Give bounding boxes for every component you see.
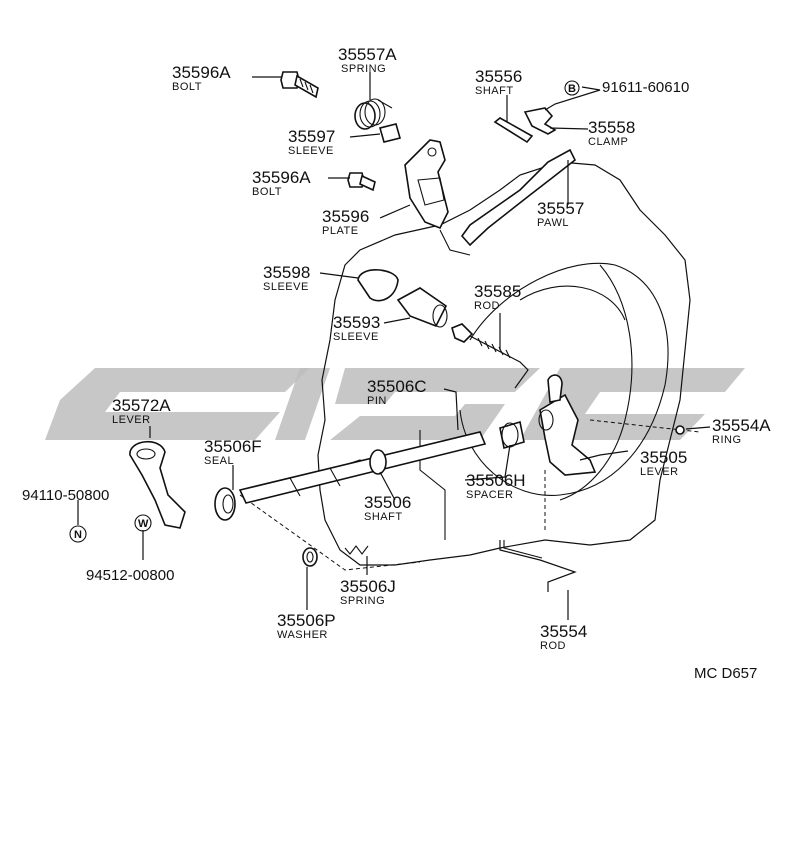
rod-drawing [451,323,529,389]
standard-part-symbols [69,80,580,543]
symbol-b: B [568,83,576,95]
label-35572A-name: LEVER [112,414,151,426]
label-94512-00800: 94512-00800 [86,567,174,584]
label-35572A-number: 35572A [112,396,171,415]
label-35506H-name: SPACER [466,489,513,501]
label-35596-name: PLATE [322,225,359,237]
label-35593-name: SLEEVE [333,331,379,343]
label-35505-name: LEVER [640,466,679,478]
label-35556-number: 35556 [475,67,522,86]
label-35585-name: ROD [474,300,500,312]
shaft-drawing-small [493,117,534,144]
label-35506F-number: 35506F [204,437,262,456]
spacer-drawing [499,420,525,450]
label-35557A-number: 35557A [338,45,397,64]
label-35596A-top-name: BOLT [172,81,202,93]
label-35506-name: SHAFT [364,511,403,523]
label-35598-number: 35598 [263,263,310,282]
label-35597-number: 35597 [288,127,335,146]
label-35596A-mid-number: 35596A [252,168,311,187]
label-35557-number: 35557 [537,199,584,218]
label-35593-number: 35593 [333,313,380,332]
bolt-drawing-top [280,71,319,99]
washer-drawing [302,547,318,567]
label-35597-name: SLEEVE [288,145,334,157]
label-35506P-number: 35506P [277,611,336,630]
seal-drawing [214,487,236,521]
label-35557-name: PAWL [537,217,569,229]
spring-drawing-small [344,545,369,555]
ring-drawing [675,425,685,435]
label-35554A-name: RING [712,434,742,446]
label-35506J-name: SPRING [340,595,385,607]
label-35506H-number: 35506H [466,471,526,490]
pawl-drawing [460,148,577,247]
label-35596-number: 35596 [322,207,369,226]
label-35506-number: 35506 [364,493,411,512]
symbol-n: N [74,529,82,541]
label-35556-name: SHAFT [475,85,514,97]
label-35598-name: SLEEVE [263,281,309,293]
standard-part-labels: B 91611-60610 N 94110-50800 W 94512-0080… [22,79,689,584]
label-35596A-top-number: 35596A [172,63,231,82]
label-35554-name: ROD [540,640,566,652]
label-35505-number: 35505 [640,448,687,467]
label-94110-50800: 94110-50800 [22,487,109,504]
lever-drawing-right [538,374,597,476]
lever-drawing-left [129,440,186,529]
label-91611-60610: 91611-60610 [602,79,689,96]
bolt-drawing-mid [347,172,376,192]
label-35506J-number: 35506J [340,577,396,596]
label-35506C-name: PIN [367,395,387,407]
spring-drawing [354,98,393,130]
label-35585-number: 35585 [474,282,521,301]
leader-lines [77,72,711,620]
label-35506F-name: SEAL [204,455,234,467]
label-35554A-number: 35554A [712,416,771,435]
shift-rod-drawing [499,540,577,592]
sleeve-drawing-b [396,287,448,328]
label-35596A-mid-name: BOLT [252,186,282,198]
label-35558-number: 35558 [588,118,635,137]
label-35554-number: 35554 [540,622,587,641]
label-35506C-number: 35506C [367,377,427,396]
symbol-w: W [138,518,149,530]
diagram-code: MC D657 [694,665,757,682]
plate-drawing [404,139,449,230]
clamp-drawing [523,107,557,135]
sleeve-drawing-small [379,123,401,143]
part-labels: 35557A SPRING 35596A BOLT 35556 SHAFT 35… [112,45,771,652]
main-shaft-drawing [238,431,487,504]
label-35557A-name: SPRING [341,63,386,75]
label-35506P-name: WASHER [277,629,328,641]
transmission-case [239,161,701,571]
sleeve-drawing-a [357,269,399,302]
label-35558-name: CLAMP [588,136,628,148]
